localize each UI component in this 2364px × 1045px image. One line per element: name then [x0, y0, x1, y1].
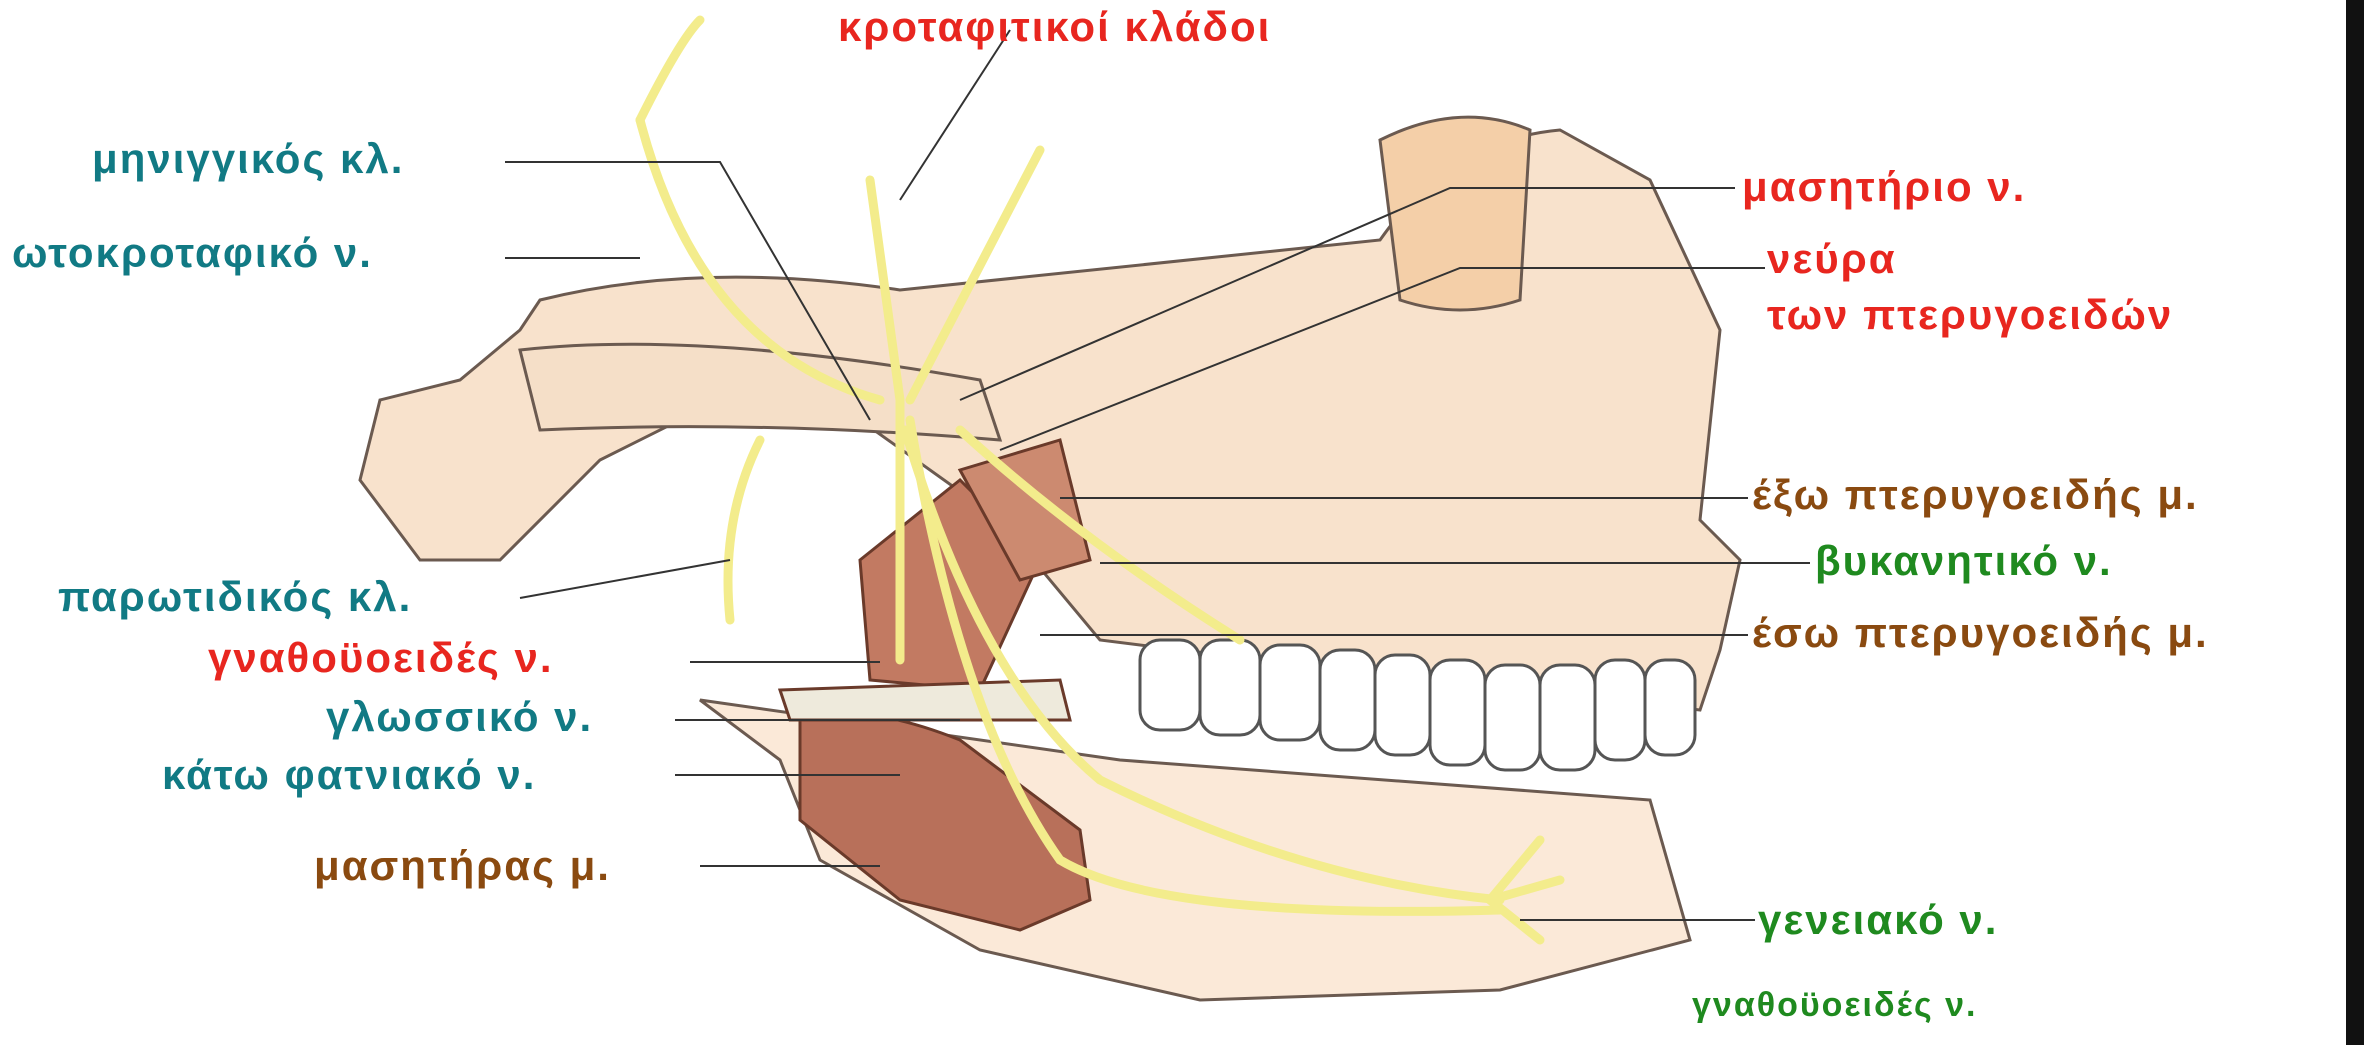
label-medial-pterygoid-muscle: έσω πτερυγοειδής μ.: [1752, 612, 2209, 654]
label-meningeal-branch: μηνιγγικός κλ.: [92, 138, 404, 180]
auriculotemporal-branch-2: [640, 20, 700, 120]
label-lateral-pterygoid-muscle: έξω πτερυγοειδής μ.: [1752, 474, 2199, 516]
label-inferior-alveolar-nerve: κάτω φατνιακό ν.: [162, 754, 536, 796]
orbit-rim: [1380, 117, 1530, 310]
tooth: [1540, 665, 1595, 770]
tooth: [1200, 640, 1260, 735]
right-frame-border: [2346, 0, 2364, 1045]
tooth: [1430, 660, 1485, 765]
parotid-branch: [728, 440, 760, 620]
label-mylohyoid-nerve-bottom: γναθοϋοειδές ν.: [1692, 988, 1977, 1022]
label-mental-nerve: γενειακό ν.: [1758, 899, 1998, 941]
masseter-muscle-cut: [800, 713, 1090, 930]
leader-temporal: [900, 30, 1010, 200]
leader-parotid: [520, 560, 730, 598]
label-buccal-nerve: βυκανητικό ν.: [1815, 540, 2113, 582]
label-mylohyoid-nerve-left: γναθοϋοειδές ν.: [208, 637, 554, 679]
label-pterygoid-nerves-line2: των πτερυγοειδών: [1767, 294, 2173, 336]
tooth: [1320, 650, 1375, 750]
tooth: [1645, 660, 1695, 755]
tooth: [1140, 640, 1200, 730]
label-auriculotemporal-nerve: ωτοκροταφικό ν.: [12, 232, 373, 274]
tooth: [1485, 665, 1540, 770]
label-pterygoid-nerves-line1: νεύρα: [1767, 238, 1897, 280]
teeth: [1140, 640, 1695, 770]
label-temporal-branches: κροταφιτικοί κλάδοι: [838, 6, 1271, 48]
label-masseter-muscle: μασητήρας μ.: [314, 845, 611, 887]
tooth: [1260, 645, 1320, 740]
label-masseteric-nerve: μασητήριο ν.: [1742, 166, 2026, 208]
label-lingual-nerve: γλωσσικό ν.: [326, 696, 593, 738]
label-parotid-branch: παρωτιδικός κλ.: [58, 576, 412, 618]
tooth: [1375, 655, 1430, 755]
tooth: [1595, 660, 1645, 760]
